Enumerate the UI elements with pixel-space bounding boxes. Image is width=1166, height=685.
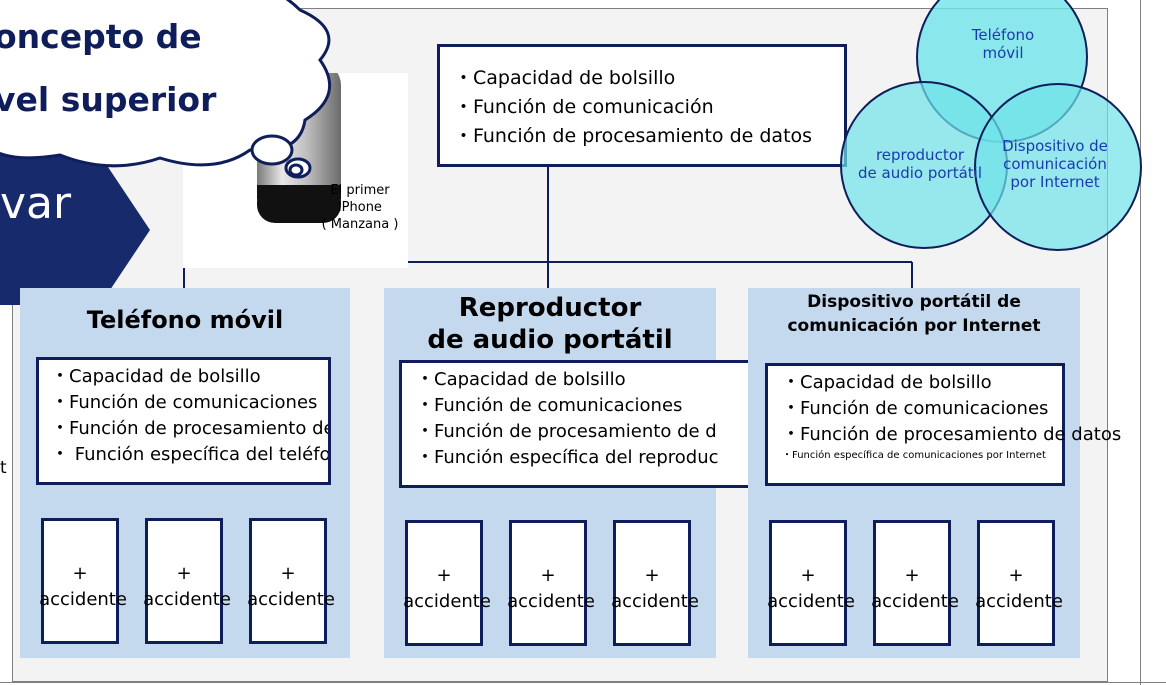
panel-title: Reproductor de audio portátil xyxy=(384,292,716,356)
spec-line: ・Función específica de comunicaciones po… xyxy=(782,450,1046,461)
venn-label-line: de audio portátil xyxy=(857,164,982,182)
spec-line: ・Función de comunicaciones xyxy=(51,392,318,413)
accident-label: accidente xyxy=(871,591,959,612)
accident-box: + accidente xyxy=(507,520,595,646)
higher-concept-line: ・Capacidad de bolsillo xyxy=(454,67,676,89)
venn-label-line: Dispositivo de xyxy=(1002,137,1108,155)
panel-title-line: Reproductor xyxy=(458,293,642,323)
left-edge-text: t xyxy=(0,458,7,478)
accident-box: + accidente xyxy=(611,520,699,646)
spec-line: ・Función de procesamiento de d xyxy=(416,421,717,442)
accident-label: accidente xyxy=(247,589,335,610)
caption-line: iPhone xyxy=(338,200,382,215)
panel-title: Dispositivo portátil de comunicación por… xyxy=(748,290,1080,338)
accident-label: accidente xyxy=(39,589,127,610)
plus-sign: + xyxy=(644,565,660,586)
panel-title: Teléfono móvil xyxy=(20,304,350,336)
accident-box: + accidente xyxy=(767,520,855,646)
cloud-text-line1: oncepto de xyxy=(0,17,202,56)
spec-line: ・Función de comunicaciones xyxy=(416,395,683,416)
spec-line: ・ Función específica del teléfono xyxy=(51,444,331,465)
plus-sign: + xyxy=(540,565,556,586)
accident-label: accidente xyxy=(403,591,491,612)
accident-label: accidente xyxy=(767,591,855,612)
spec-line: ・Capacidad de bolsillo xyxy=(51,366,261,387)
accident-label: accidente xyxy=(975,591,1063,612)
spec-box-internet: ・Capacidad de bolsillo ・Función de comun… xyxy=(765,363,1122,486)
higher-concept-line: ・Función de procesamiento de datos xyxy=(454,125,813,147)
spec-line: ・Función de procesamiento de d xyxy=(51,418,331,439)
accident-box: + accidente xyxy=(143,518,231,644)
spec-line: ・Función de procesamiento de datos xyxy=(782,424,1122,445)
right-border-line xyxy=(1140,0,1141,685)
accident-box: + accidente xyxy=(975,520,1063,646)
venn-label-line: por Internet xyxy=(1010,173,1100,191)
cloud-text-line2: vel superior xyxy=(0,80,217,119)
iphone-caption: El primer iPhone ( Manzana ) xyxy=(290,182,430,233)
venn-label-line: Teléfono xyxy=(971,26,1035,44)
accident-box: + accidente xyxy=(39,518,127,644)
venn-label-line: comunicación xyxy=(1003,155,1107,173)
spec-line: ・Capacidad de bolsillo xyxy=(782,372,992,393)
venn-label-line: móvil xyxy=(982,44,1024,62)
spec-box-phone: ・Capacidad de bolsillo ・Función de comun… xyxy=(36,357,331,485)
plus-sign: + xyxy=(280,563,296,584)
arrow-text: var xyxy=(0,178,72,229)
plus-sign: + xyxy=(176,563,192,584)
caption-line: ( Manzana ) xyxy=(321,217,399,232)
spec-line: ・Función de comunicaciones xyxy=(782,398,1049,419)
spec-box-player: ・Capacidad de bolsillo ・Función de comun… xyxy=(399,360,759,488)
panel-title-line: Dispositivo portátil de xyxy=(807,292,1021,312)
accident-box: + accidente xyxy=(403,520,491,646)
arrow-shape xyxy=(0,155,150,325)
spec-line: ・Función específica del reproduc xyxy=(416,447,719,468)
accident-box: + accidente xyxy=(871,520,959,646)
accident-label: accidente xyxy=(611,591,699,612)
plus-sign: + xyxy=(1008,565,1024,586)
venn-label-player: reproductor de audio portátil xyxy=(845,146,995,182)
panel-title-line: Teléfono móvil xyxy=(86,306,284,334)
accident-label: accidente xyxy=(507,591,595,612)
spec-line: ・Capacidad de bolsillo xyxy=(416,369,626,390)
venn-label-phone: Teléfono móvil xyxy=(955,26,1051,62)
plus-sign: + xyxy=(904,565,920,586)
higher-concept-line: ・Función de comunicación xyxy=(454,96,714,118)
plus-sign: + xyxy=(436,565,452,586)
plus-sign: + xyxy=(72,563,88,584)
thought-cloud xyxy=(0,0,331,179)
bottom-border-line xyxy=(0,682,1166,683)
panel-title-line: comunicación por Internet xyxy=(787,316,1041,336)
higher-concept-box: ・Capacidad de bolsillo ・Función de comun… xyxy=(437,44,847,167)
plus-sign: + xyxy=(800,565,816,586)
accident-label: accidente xyxy=(143,589,231,610)
accident-box: + accidente xyxy=(247,518,335,644)
venn-label-internet: Dispositivo de comunicación por Internet xyxy=(985,137,1125,191)
panel-title-line: de audio portátil xyxy=(427,325,673,355)
caption-line: El primer xyxy=(330,183,390,198)
venn-label-line: reproductor xyxy=(875,146,965,164)
